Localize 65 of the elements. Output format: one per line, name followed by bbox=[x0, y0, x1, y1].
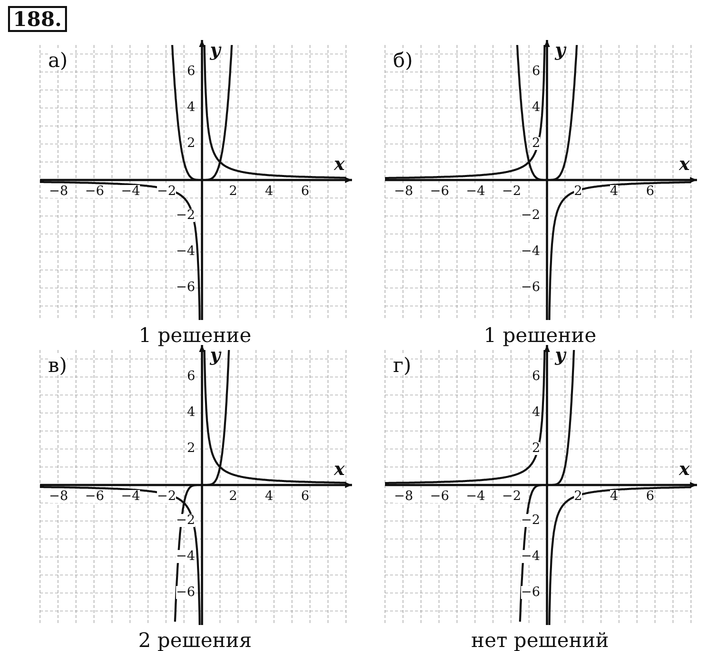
tick-label: 4 bbox=[610, 185, 618, 198]
tick-label: −4 bbox=[466, 490, 486, 503]
tick-label: 4 bbox=[610, 490, 618, 503]
tick-label: −4 bbox=[121, 490, 140, 503]
tick-label: 2 bbox=[229, 185, 238, 198]
tick-label: 6 bbox=[187, 370, 196, 383]
tick-label: −4 bbox=[521, 550, 540, 563]
tick-label: 6 bbox=[532, 65, 540, 78]
tick-label: 6 bbox=[187, 65, 196, 78]
tick-label: −2 bbox=[502, 490, 522, 503]
problem-number: 188. bbox=[8, 6, 67, 32]
axis-label: y bbox=[210, 347, 220, 365]
tick-label: 6 bbox=[301, 185, 310, 198]
axis-label: y bbox=[555, 42, 566, 60]
tick-label: −8 bbox=[49, 490, 68, 503]
tick-label: −8 bbox=[394, 490, 414, 503]
tick-label: 2 bbox=[187, 442, 196, 455]
tick-label: 4 bbox=[265, 185, 274, 198]
panel-letter: а) bbox=[48, 50, 68, 70]
tick-label: −8 bbox=[394, 185, 414, 198]
tick-label: 4 bbox=[187, 406, 196, 419]
panel-letter: г) bbox=[393, 355, 412, 375]
tick-label: −6 bbox=[176, 281, 196, 294]
tick-label: −6 bbox=[430, 185, 450, 198]
tick-label: −4 bbox=[176, 550, 196, 563]
tick-label: −2 bbox=[157, 185, 176, 198]
tick-label: 4 bbox=[187, 101, 196, 114]
tick-label: −6 bbox=[85, 185, 104, 198]
tick-label: 2 bbox=[187, 137, 196, 150]
tick-label: 6 bbox=[646, 185, 654, 198]
tick-label: 4 bbox=[532, 406, 540, 419]
tick-label: −2 bbox=[176, 514, 196, 527]
solution-caption: 1 решение bbox=[482, 325, 598, 345]
tick-label: −8 bbox=[49, 185, 68, 198]
tick-label: 2 bbox=[532, 442, 540, 455]
axis-label: y bbox=[555, 347, 566, 365]
tick-label: −6 bbox=[85, 490, 104, 503]
tick-label: 2 bbox=[574, 185, 582, 198]
tick-label: −2 bbox=[521, 209, 540, 222]
tick-label: −2 bbox=[157, 490, 176, 503]
tick-label: −2 bbox=[176, 209, 196, 222]
tick-label: −4 bbox=[121, 185, 140, 198]
tick-label: −6 bbox=[521, 281, 540, 294]
tick-label: −4 bbox=[466, 185, 486, 198]
panel-letter: б) bbox=[393, 50, 413, 70]
tick-label: −4 bbox=[521, 245, 540, 258]
tick-label: 6 bbox=[646, 490, 654, 503]
tick-label: 6 bbox=[301, 490, 310, 503]
tick-label: −6 bbox=[176, 586, 196, 599]
solution-caption: нет решений bbox=[470, 630, 610, 650]
tick-label: 4 bbox=[265, 490, 274, 503]
tick-label: 4 bbox=[532, 101, 540, 114]
panel-letter: в) bbox=[48, 355, 68, 375]
tick-label: 2 bbox=[574, 490, 582, 503]
tick-label: −6 bbox=[521, 586, 540, 599]
tick-label: 2 bbox=[532, 137, 540, 150]
tick-label: −2 bbox=[521, 514, 540, 527]
tick-label: −6 bbox=[430, 490, 450, 503]
solution-caption: 1 решение bbox=[138, 325, 252, 345]
tick-label: −2 bbox=[502, 185, 522, 198]
solution-caption: 2 решения bbox=[137, 630, 253, 650]
tick-label: 6 bbox=[532, 370, 540, 383]
tick-label: −4 bbox=[176, 245, 196, 258]
tick-label: 2 bbox=[229, 490, 238, 503]
axis-label: y bbox=[210, 42, 220, 60]
